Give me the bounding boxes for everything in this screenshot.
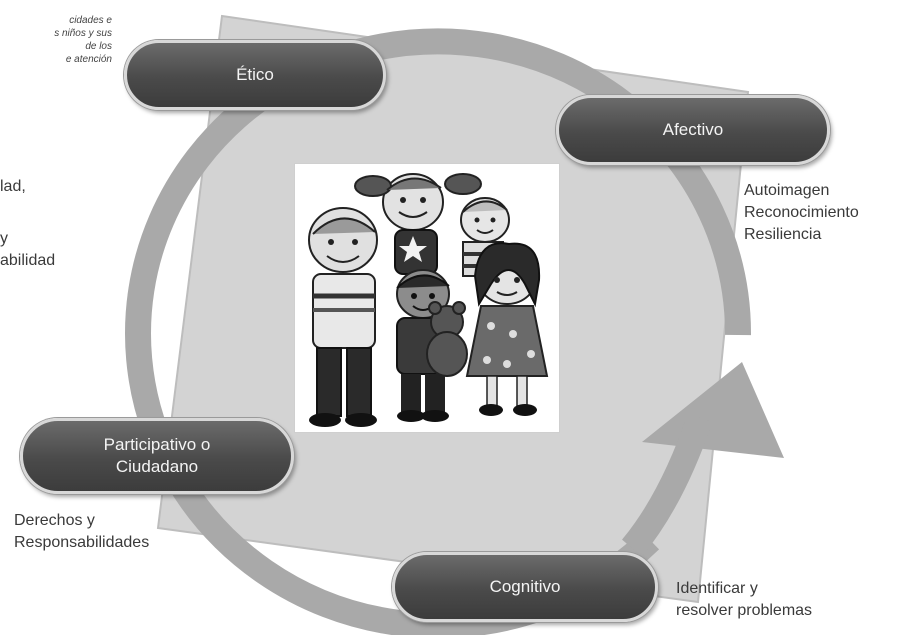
node-cognitivo: Cognitivo	[392, 552, 658, 622]
node-afectivo-label: Afectivo	[662, 120, 724, 139]
left-fragment-b: y abilidad	[0, 230, 56, 269]
participativo-detail: Derechos y Responsabilidades	[14, 512, 150, 551]
left-fragment-a: lad,	[0, 178, 26, 195]
afectivo-detail: Autoimagen Reconocimiento Resiliencia	[744, 182, 859, 243]
node-participativo: Participativo o Ciudadano	[20, 418, 294, 494]
node-participativo-label: Participativo o Ciudadano	[103, 435, 211, 476]
cycle-arrowhead	[642, 362, 784, 458]
node-afectivo: Afectivo	[556, 95, 830, 165]
node-cognitivo-label: Cognitivo	[489, 577, 561, 596]
top-left-note: cidades e s niños y sus de los e atenció…	[54, 15, 112, 65]
cognitivo-detail: Identificar y resolver problemas	[676, 580, 813, 619]
node-etico-label: Ético	[236, 65, 274, 84]
cycle-arrow-tail	[621, 413, 713, 557]
node-etico: Ético	[124, 40, 386, 110]
children-drawing	[308, 173, 549, 427]
children-illustration	[294, 163, 560, 433]
